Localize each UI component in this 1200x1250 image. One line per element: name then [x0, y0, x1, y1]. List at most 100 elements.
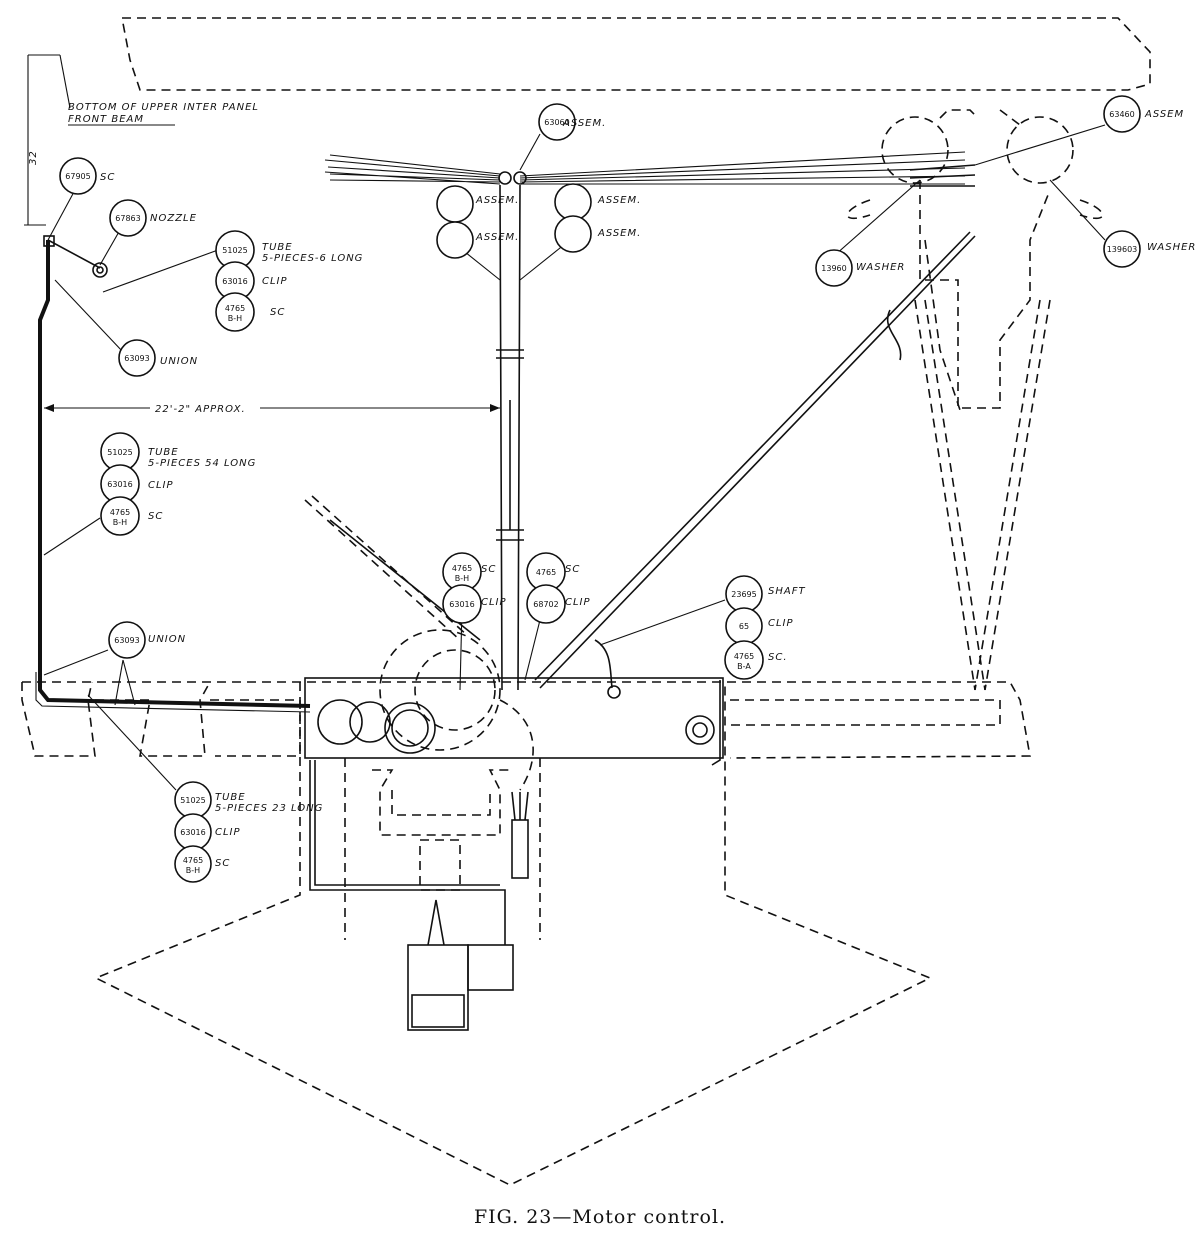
callout-circle — [724, 640, 764, 680]
callout-sublabel-c3: 5-PIECES-6 LONG — [262, 253, 363, 264]
callout-group: 679056786351025630164765B-H6309351025630… — [59, 95, 1141, 883]
callout-label-c16: ASSEM. — [475, 232, 519, 243]
callout-label-c6: UNION — [160, 356, 198, 367]
callout-label-c19: SC — [481, 564, 496, 575]
callout-label-c17: ASSEM. — [597, 195, 641, 206]
upper-panel-outline — [121, 17, 1151, 91]
callout-part-number: 51025 — [222, 246, 247, 255]
vertical-dimension: 32 — [24, 54, 71, 226]
callout-part-suffix: B-A — [737, 662, 751, 671]
callout-c16 — [436, 221, 474, 259]
horizontal-dimension: 22'-2" APPROX. — [44, 400, 500, 416]
callout-c20: 63016 — [442, 584, 482, 624]
callout-label-c3: TUBE — [262, 242, 293, 253]
callout-circle — [118, 339, 156, 377]
callout-circle — [1103, 230, 1141, 268]
callout-label-c23: SHAFT — [768, 586, 806, 597]
callout-label-c14: ASSEM. — [562, 118, 606, 129]
callout-part-suffix: B-H — [186, 866, 200, 875]
callout-part-number: 63016 — [180, 828, 205, 837]
callout-c23: 23695 — [725, 575, 763, 613]
callout-part-number: 63016 — [222, 277, 247, 286]
diagonal-rods — [304, 231, 976, 689]
callout-label-c7: TUBE — [148, 447, 179, 458]
callout-c18 — [554, 215, 592, 253]
callout-label-c11: TUBE — [215, 792, 246, 803]
panel-note: BOTTOM OF UPPER INTER PANEL FRONT BEAM — [68, 102, 259, 126]
callout-label-c13: SC — [215, 858, 230, 869]
callout-label-c12: CLIP — [215, 827, 241, 838]
callout-label-c10: UNION — [148, 634, 186, 645]
callout-part-suffix: B-H — [113, 518, 127, 527]
horizontal-dimension-value: 22'-2" APPROX. — [155, 404, 246, 415]
callout-label-c1: SC — [100, 172, 115, 183]
callout-label-c15: ASSEM. — [475, 195, 519, 206]
callout-label-c18: ASSEM. — [597, 228, 641, 239]
callout-c27: 13960 — [815, 249, 853, 287]
callout-c15 — [436, 185, 474, 223]
callout-circle — [436, 185, 474, 223]
callout-label-c2: NOZZLE — [150, 213, 197, 224]
callout-part-number: 63060 — [544, 118, 569, 127]
callout-part-number: 67863 — [115, 214, 140, 223]
callout-c14: 63060 — [538, 103, 576, 141]
callout-circle — [538, 103, 576, 141]
callout-circle — [1103, 95, 1141, 133]
callout-part-number: 4765 — [536, 568, 556, 577]
callout-label-c25: SC. — [768, 652, 788, 663]
callout-part-number: 4765 — [110, 508, 130, 517]
panel-note-line2: FRONT BEAM — [68, 114, 144, 125]
callout-part-number: 4765 — [183, 856, 203, 865]
callout-c11: 51025 — [174, 781, 212, 819]
callout-circle — [436, 221, 474, 259]
callout-part-number: 63016 — [449, 600, 474, 609]
callout-circle — [108, 621, 146, 659]
callout-c1: 67905 — [59, 157, 97, 195]
callout-label-c20: CLIP — [481, 597, 507, 608]
callout-part-number: 67905 — [65, 172, 90, 181]
callout-part-number: 63093 — [114, 636, 139, 645]
callout-sublabel-c7: 5-PIECES 54 LONG — [148, 458, 256, 469]
panel-note-line1: BOTTOM OF UPPER INTER PANEL — [68, 102, 259, 113]
callout-part-number: 63016 — [107, 480, 132, 489]
floor-line — [21, 681, 1031, 759]
callout-part-suffix: B-H — [228, 314, 242, 323]
callout-label-c22: CLIP — [565, 597, 591, 608]
callout-c10: 63093 — [108, 621, 146, 659]
left-vertical-tube — [35, 235, 311, 713]
callout-c22: 68702 — [526, 584, 566, 624]
callout-part-number: 68702 — [533, 600, 558, 609]
gauges — [317, 685, 715, 754]
callout-label-c8: CLIP — [148, 480, 174, 491]
callout-label-c5: SC — [270, 307, 285, 318]
callout-circle — [100, 496, 140, 536]
callout-label-c28: WASHER — [1147, 242, 1196, 253]
callout-c24: 65 — [725, 607, 763, 645]
callout-circle — [442, 584, 482, 624]
callout-c28: 139603 — [1103, 230, 1141, 268]
central-column — [496, 171, 527, 691]
callout-circle — [109, 199, 147, 237]
callout-label-c21: SC — [565, 564, 580, 575]
callout-part-number: 63460 — [1109, 110, 1134, 119]
callout-labels: SC NOZZLE TUBE 5-PIECES-6 LONG CLIP SC U… — [100, 109, 1196, 869]
callout-label-c24: CLIP — [768, 618, 794, 629]
callout-part-number: 4765 — [225, 304, 245, 313]
callout-c12: 63016 — [174, 813, 212, 851]
callout-label-c26: ASSEM — [1144, 109, 1184, 120]
callout-c26: 63460 — [1103, 95, 1141, 133]
callout-label-c27: WASHER — [856, 262, 905, 273]
callout-part-number: 51025 — [107, 448, 132, 457]
control-cable-fan — [324, 151, 966, 185]
callout-sublabel-c11: 5-PIECES 23 LONG — [215, 803, 323, 814]
callout-circle — [59, 157, 97, 195]
wiring — [309, 680, 721, 1031]
callout-part-suffix: B-H — [455, 574, 469, 583]
callout-part-number: 51025 — [180, 796, 205, 805]
callout-c2: 67863 — [109, 199, 147, 237]
callout-circle — [554, 215, 592, 253]
motor-control-diagram: 32 BOTTOM OF UPPER INTER PANEL FRONT BEA… — [21, 17, 1196, 1186]
